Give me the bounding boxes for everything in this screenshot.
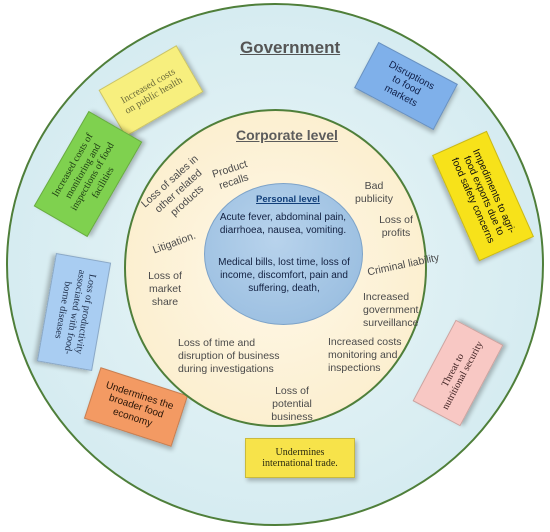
corp-loss-of-market-share: Loss of market share bbox=[148, 270, 182, 309]
personal-symptoms: Acute fever, abdominal pain, diarrhoea, … bbox=[219, 212, 347, 236]
personal-costs: Medical bills, lost time, loss of income… bbox=[218, 257, 350, 294]
gov-box-international-trade: Undermines international trade. bbox=[245, 438, 355, 478]
gov-box-international-trade-text: Undermines international trade. bbox=[262, 446, 338, 470]
personal-title: Personal level bbox=[256, 194, 320, 205]
corp-loss-of-time: Loss of time and disruption of business … bbox=[178, 337, 280, 376]
corp-bad-publicity: Bad publicity bbox=[355, 180, 393, 206]
corp-potential-business: Loss of potential business bbox=[271, 385, 313, 424]
corp-gov-surveillance: Increased government surveillance bbox=[363, 291, 419, 330]
corp-costs-monitoring: Increased costs monitoring and inspectio… bbox=[328, 336, 402, 375]
corporate-title: Corporate level bbox=[236, 127, 338, 143]
gov-box-productivity-text: Loss of productivity associated with foo… bbox=[52, 268, 99, 356]
corp-loss-of-profits: Loss of profits bbox=[379, 214, 413, 240]
personal-ring bbox=[204, 183, 363, 325]
government-title: Government bbox=[240, 38, 341, 57]
